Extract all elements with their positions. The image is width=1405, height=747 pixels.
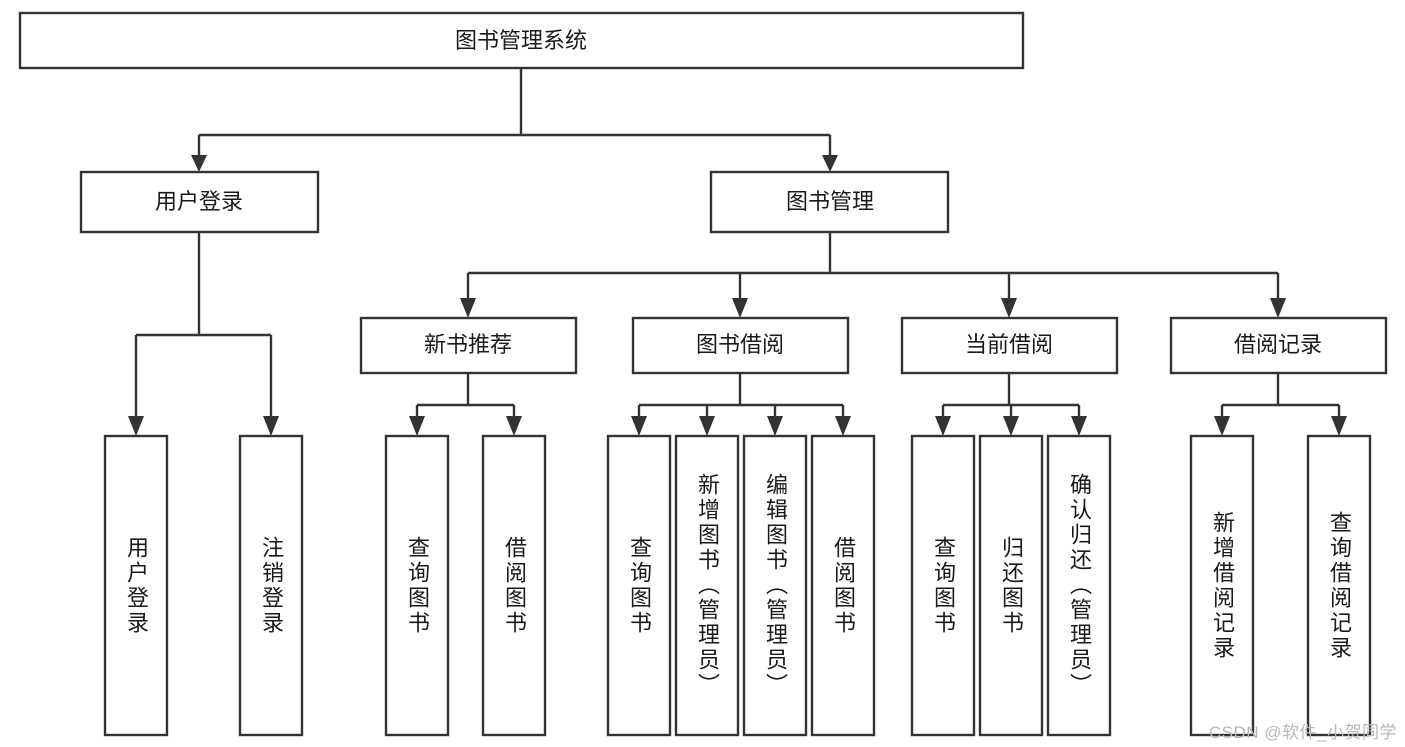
node-label-new-book-recommend: 新书推荐 xyxy=(424,332,512,357)
node-box-leaf-add-borrow-record[interactable] xyxy=(1189,434,1255,737)
connector-group-current-borrow xyxy=(935,373,1087,436)
arrow-head-book-borrow xyxy=(732,298,748,318)
arrow-head-leaf-borrow-book-1 xyxy=(506,416,522,436)
arrow-head-leaf-query-book-1 xyxy=(409,416,425,436)
node-box-leaf-return-book[interactable] xyxy=(978,434,1044,737)
connector-group-book-manage xyxy=(460,232,1286,318)
connector-group-user-login xyxy=(128,232,279,436)
arrow-head-leaf-user-logout xyxy=(263,416,279,436)
node-label-current-borrow: 当前借阅 xyxy=(965,332,1053,357)
arrow-head-leaf-return-book xyxy=(1003,416,1019,436)
arrow-head-leaf-query-borrow-record xyxy=(1331,416,1347,436)
arrow-head-book-manage xyxy=(822,155,838,172)
node-box-new-book-recommend[interactable] xyxy=(359,316,578,375)
node-box-leaf-add-book-admin[interactable] xyxy=(674,434,740,737)
node-box-leaf-borrow-book-1[interactable] xyxy=(481,434,547,737)
node-label-book-manage: 图书管理 xyxy=(786,189,874,214)
arrow-head-leaf-add-book-admin xyxy=(699,416,715,436)
node-box-leaf-user-logout[interactable] xyxy=(238,434,304,737)
arrow-head-leaf-edit-book-admin xyxy=(767,416,783,436)
arrow-head-leaf-query-book-2 xyxy=(631,416,647,436)
connector-group-new-book-recommend xyxy=(409,373,522,436)
node-box-current-borrow[interactable] xyxy=(900,316,1119,375)
node-box-leaf-confirm-return-admin[interactable] xyxy=(1046,434,1112,737)
node-box-leaf-query-book-3[interactable] xyxy=(910,434,976,737)
arrow-head-leaf-user-login xyxy=(128,416,144,436)
csdn-watermark: CSDN @软件_小贺同学 xyxy=(1208,723,1397,742)
connector-group-root xyxy=(191,68,838,172)
node-box-user-login[interactable] xyxy=(79,170,320,234)
node-box-leaf-user-login[interactable] xyxy=(103,434,169,737)
node-label-book-borrow: 图书借阅 xyxy=(696,332,784,357)
node-box-root[interactable] xyxy=(18,11,1025,70)
arrow-head-leaf-add-borrow-record xyxy=(1214,416,1230,436)
connector-group-borrow-record xyxy=(1214,373,1347,436)
connector-group-book-borrow xyxy=(631,373,851,436)
arrow-head-leaf-query-book-3 xyxy=(935,416,951,436)
node-box-leaf-query-borrow-record[interactable] xyxy=(1306,434,1372,737)
node-box-leaf-query-book-1[interactable] xyxy=(384,434,450,737)
node-box-book-borrow[interactable] xyxy=(631,316,850,375)
arrow-head-new-book-recommend xyxy=(460,298,476,318)
node-box-book-manage[interactable] xyxy=(709,170,950,234)
arrow-head-leaf-borrow-book-2 xyxy=(835,416,851,436)
node-box-leaf-edit-book-admin[interactable] xyxy=(742,434,808,737)
node-box-leaf-query-book-2[interactable] xyxy=(606,434,672,737)
node-label-borrow-record: 借阅记录 xyxy=(1234,332,1322,357)
arrow-head-current-borrow xyxy=(1001,298,1017,318)
node-label-user-login: 用户登录 xyxy=(155,189,243,214)
node-label-root: 图书管理系统 xyxy=(455,28,587,53)
arrow-head-borrow-record xyxy=(1270,298,1286,318)
arrow-head-leaf-confirm-return-admin xyxy=(1071,416,1087,436)
arrow-head-user-login xyxy=(191,155,207,172)
node-box-leaf-borrow-book-2[interactable] xyxy=(810,434,876,737)
node-box-borrow-record[interactable] xyxy=(1169,316,1388,375)
